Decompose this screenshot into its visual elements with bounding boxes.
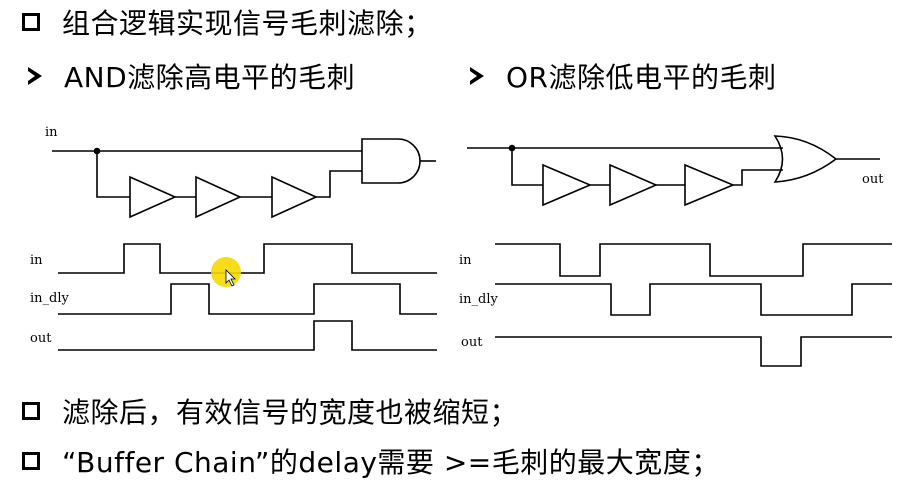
bullet-line-2b: OR滤除低电平的毛刺 bbox=[470, 58, 777, 94]
or-waveforms bbox=[495, 243, 892, 367]
buffer-icon bbox=[129, 175, 177, 219]
buffer-icon bbox=[684, 163, 736, 207]
and-input-label: in bbox=[45, 125, 58, 140]
bullet-text-4: 滤除后，有效信号的宽度也被缩短； bbox=[62, 396, 519, 429]
and-wave-label-in: in bbox=[30, 253, 43, 268]
and-waveforms bbox=[58, 243, 437, 351]
and-wave-label-out: out bbox=[30, 331, 52, 346]
buffer-icon bbox=[609, 163, 659, 207]
and-wave-label-in-dly: in_dly bbox=[30, 291, 70, 306]
bullet-line-1: 组合逻辑实现信号毛刺滤除； bbox=[22, 4, 433, 40]
or-output-label: out bbox=[862, 172, 884, 187]
or-wave-in bbox=[495, 243, 892, 277]
bullet-text-3: OR滤除低电平的毛刺 bbox=[506, 61, 777, 94]
bullet-line-4: 滤除后，有效信号的宽度也被缩短； bbox=[22, 393, 518, 429]
bullet-line-5: “Buffer Chain”的delay需要 >=毛刺的最大宽度； bbox=[22, 443, 720, 479]
or-circuit bbox=[467, 135, 880, 207]
and-circuit bbox=[52, 138, 436, 219]
arrow-right-icon bbox=[28, 67, 42, 85]
or-wave-in-dly bbox=[495, 283, 892, 316]
checkbox-icon bbox=[22, 402, 40, 420]
cursor-highlight bbox=[211, 257, 241, 287]
and-wave-in bbox=[58, 243, 437, 274]
buffer-icon bbox=[542, 163, 593, 207]
or-wave-out bbox=[495, 336, 892, 367]
and-gate-icon bbox=[361, 138, 421, 184]
bullet-text-1: 组合逻辑实现信号毛刺滤除； bbox=[62, 7, 433, 40]
or-gate-icon bbox=[773, 135, 838, 183]
and-wave-in-dly bbox=[58, 283, 437, 315]
and-wave-out bbox=[58, 320, 437, 351]
bullet-text-5: “Buffer Chain”的delay需要 >=毛刺的最大宽度； bbox=[62, 446, 720, 479]
or-wave-label-in-dly: in_dly bbox=[459, 292, 499, 307]
checkbox-icon bbox=[22, 452, 40, 470]
arrow-right-icon bbox=[470, 67, 484, 85]
mouse-pointer-icon bbox=[225, 269, 236, 287]
buffer-icon bbox=[271, 175, 318, 219]
buffer-icon bbox=[195, 175, 242, 219]
or-wave-label-out: out bbox=[461, 335, 483, 350]
bullet-text-2: AND滤除高电平的毛刺 bbox=[64, 61, 356, 94]
bullet-line-2a: AND滤除高电平的毛刺 bbox=[28, 58, 355, 94]
or-wave-label-in: in bbox=[459, 253, 472, 268]
checkbox-icon bbox=[22, 13, 40, 31]
